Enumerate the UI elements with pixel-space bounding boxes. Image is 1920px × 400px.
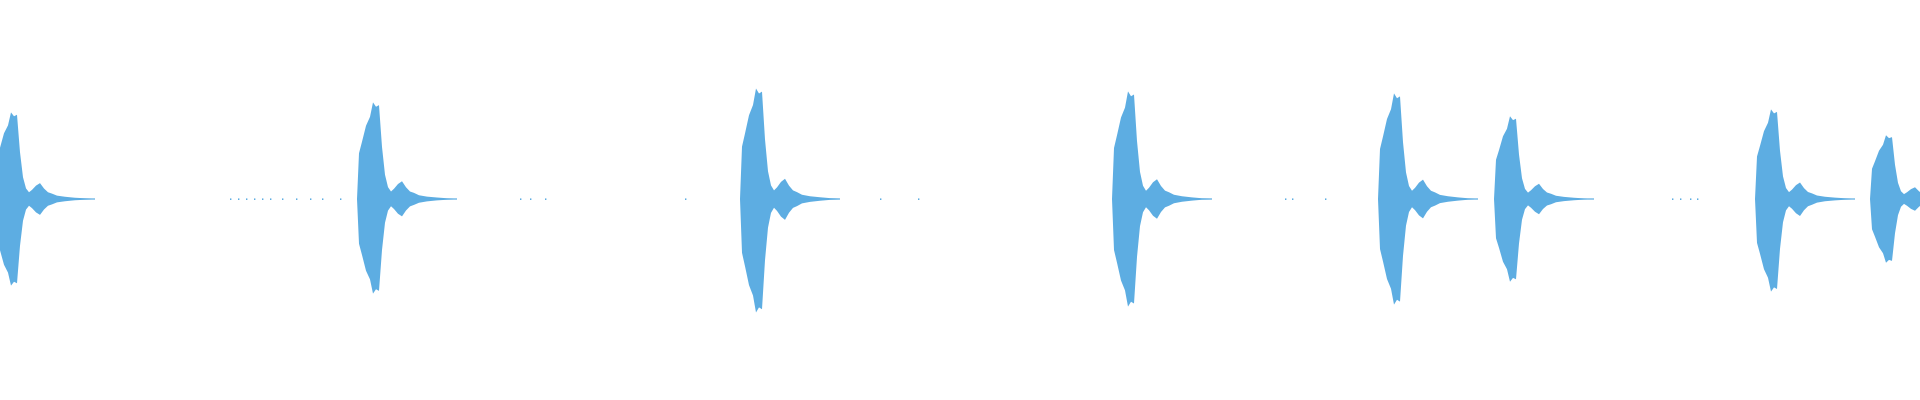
noise-tick	[520, 198, 522, 200]
noise-tick	[270, 198, 272, 200]
noise-tick	[238, 198, 240, 200]
noise-tick	[545, 198, 547, 200]
noise-tick	[685, 198, 687, 200]
waveform-burst-1	[0, 112, 95, 286]
waveform-burst-2	[357, 102, 457, 294]
noise-tick	[296, 198, 298, 200]
waveform-burst-7	[1755, 109, 1855, 292]
noise-tick	[880, 198, 882, 200]
noise-tick	[282, 198, 284, 200]
noise-tick	[1697, 198, 1699, 200]
waveform-burst-6	[1494, 116, 1594, 282]
noise-tick	[310, 198, 312, 200]
noise-tick	[340, 198, 342, 200]
noise-tick	[918, 198, 920, 200]
waveform-burst-8	[1870, 135, 1920, 263]
noise-tick	[246, 198, 248, 200]
noise-tick	[322, 198, 324, 200]
waveform-noise-ticks	[230, 198, 1699, 200]
waveform-bursts	[0, 88, 1920, 313]
noise-tick	[1690, 198, 1692, 200]
noise-tick	[254, 198, 256, 200]
noise-tick	[262, 198, 264, 200]
noise-tick	[1325, 198, 1327, 200]
noise-tick	[1672, 198, 1674, 200]
waveform-burst-3	[740, 88, 840, 313]
waveform-burst-5	[1378, 93, 1478, 305]
noise-tick	[1680, 198, 1682, 200]
noise-tick	[530, 198, 532, 200]
noise-tick	[230, 198, 232, 200]
noise-tick	[1292, 198, 1294, 200]
noise-tick	[1285, 198, 1287, 200]
waveform-burst-4	[1112, 91, 1212, 307]
